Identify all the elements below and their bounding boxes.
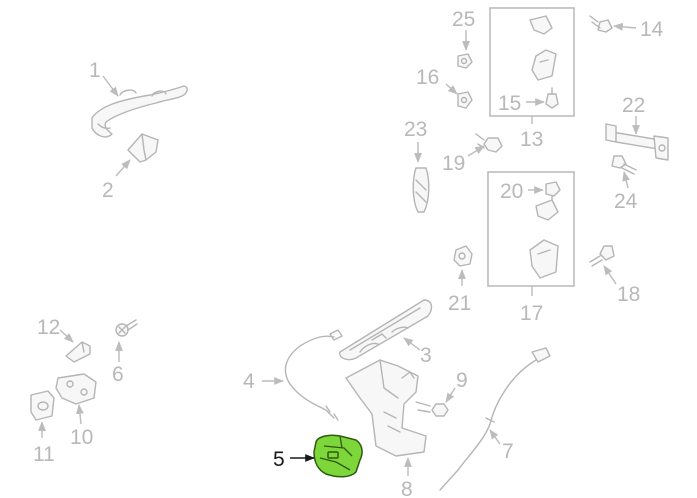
part-25-nut[interactable] [457, 53, 473, 69]
part-16-nut[interactable] [457, 91, 473, 109]
callout-19[interactable]: 19 [442, 152, 465, 175]
part-22-door-check[interactable] [605, 123, 669, 161]
part-4-cable[interactable] [284, 329, 343, 421]
leader-2 [115, 159, 131, 177]
part-17-lower-hinge[interactable] [529, 199, 559, 279]
callout-14[interactable]: 14 [640, 18, 664, 41]
part-6-screw[interactable] [115, 319, 138, 337]
callout-13[interactable]: 13 [520, 128, 543, 151]
callout-2[interactable]: 2 [102, 179, 114, 202]
leader-1 [102, 75, 119, 97]
part-2-handle-cover[interactable] [127, 133, 159, 163]
callout-8[interactable]: 8 [401, 478, 413, 498]
part-5-lock-actuator[interactable] [313, 434, 363, 478]
leader-24 [622, 171, 630, 189]
callout-15[interactable]: 15 [498, 92, 521, 115]
callout-11[interactable]: 11 [33, 443, 55, 466]
part-18-bolt[interactable] [589, 245, 615, 267]
callout-20[interactable]: 20 [500, 180, 523, 203]
leader-14 [613, 22, 637, 31]
group-17-box [487, 171, 575, 287]
leader-7 [489, 429, 501, 445]
callout-1[interactable]: 1 [89, 59, 101, 82]
callout-22[interactable]: 22 [622, 94, 645, 117]
leader-19 [467, 145, 485, 157]
leader-9 [445, 387, 456, 403]
callout-16[interactable]: 16 [416, 66, 439, 89]
leader-10 [76, 404, 84, 425]
callout-23[interactable]: 23 [404, 118, 427, 141]
part-13-upper-hinge[interactable] [529, 15, 557, 81]
callout-3[interactable]: 3 [420, 344, 432, 367]
part-15-bolt[interactable] [545, 87, 559, 109]
part-11-gasket[interactable] [30, 390, 55, 421]
part-10-base-plate[interactable] [55, 373, 97, 405]
part-9-bolt[interactable] [415, 401, 449, 417]
callout-10[interactable]: 10 [70, 426, 93, 449]
part-7-rod[interactable] [439, 347, 551, 491]
leader-16 [445, 83, 458, 95]
callout-21[interactable]: 21 [448, 292, 471, 315]
part-3-inner-handle[interactable] [339, 299, 433, 361]
leader-12 [59, 329, 74, 343]
callout-25[interactable]: 25 [452, 8, 475, 31]
leader-18 [603, 265, 617, 285]
callout-4[interactable]: 4 [243, 370, 255, 393]
callout-7[interactable]: 7 [502, 440, 514, 463]
leader-3 [403, 337, 421, 351]
part-24-bolt[interactable] [611, 155, 637, 175]
part-1-outer-handle[interactable] [91, 85, 188, 138]
part-21-nut[interactable] [453, 245, 473, 267]
part-14-bolt[interactable] [589, 15, 613, 33]
callout-24[interactable]: 24 [614, 190, 638, 213]
callout-17[interactable]: 17 [520, 302, 543, 325]
part-23-trim-piece[interactable] [412, 167, 430, 213]
callout-12[interactable]: 12 [37, 316, 60, 339]
part-12-bracket[interactable] [65, 341, 91, 363]
callout-6[interactable]: 6 [112, 363, 124, 386]
callout-18[interactable]: 18 [617, 283, 640, 306]
callout-5[interactable]: 5 [273, 448, 285, 471]
part-8-latch-bracket[interactable] [345, 359, 427, 457]
callout-9[interactable]: 9 [456, 369, 468, 392]
